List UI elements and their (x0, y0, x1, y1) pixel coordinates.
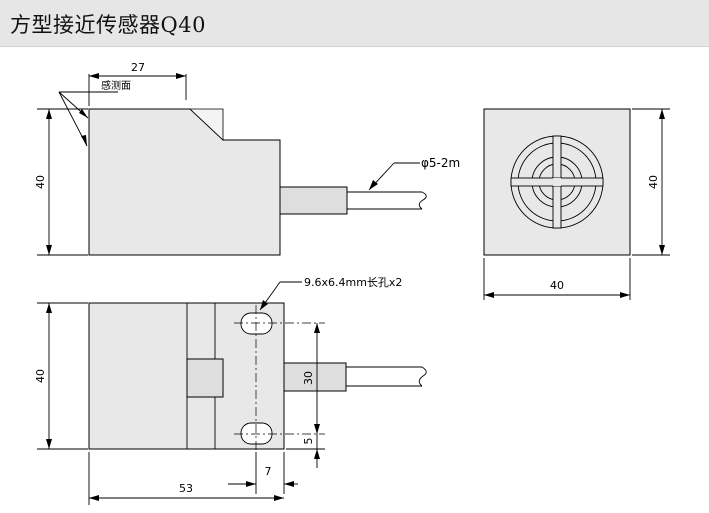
technical-drawing: 27 感测面 40 φ5-2m (34, 61, 670, 505)
side-view-chamfer (188, 108, 224, 141)
side-view-gland (279, 186, 348, 215)
dim-hole-offset: 5 (302, 438, 315, 445)
bottom-view-boss (186, 358, 224, 398)
bottom-view: 9.6x6.4mm长孔x2 40 30 5 7 53 (34, 276, 427, 505)
bottom-view-gland (283, 362, 347, 392)
page-title: 方型接近传感器Q40 (10, 13, 206, 37)
side-view-body (88, 108, 281, 256)
cable-break-mark (418, 191, 427, 210)
side-view: 27 感测面 40 φ5-2m (34, 61, 460, 256)
side-view-cable (347, 191, 422, 210)
dim-front-height: 40 (647, 175, 660, 189)
label-cable: φ5-2m (421, 156, 460, 170)
dim-front-width: 40 (550, 279, 564, 292)
dim-slot-edge: 7 (265, 465, 272, 478)
front-view: 40 40 (483, 108, 670, 300)
dim-side-height: 40 (34, 175, 47, 189)
mounting-slot-bottom (240, 422, 273, 445)
dim-total-length: 53 (179, 482, 193, 495)
dim-side-width: 27 (131, 61, 145, 74)
mounting-slot-top (240, 312, 273, 335)
dim-hole-spacing: 30 (302, 371, 315, 385)
label-sensing-face: 感测面 (101, 79, 131, 92)
dim-bottom-height: 40 (34, 369, 47, 383)
title-bar: 方型接近传感器Q40 (0, 0, 709, 47)
label-mounting-slot: 9.6x6.4mm长孔x2 (304, 276, 402, 289)
